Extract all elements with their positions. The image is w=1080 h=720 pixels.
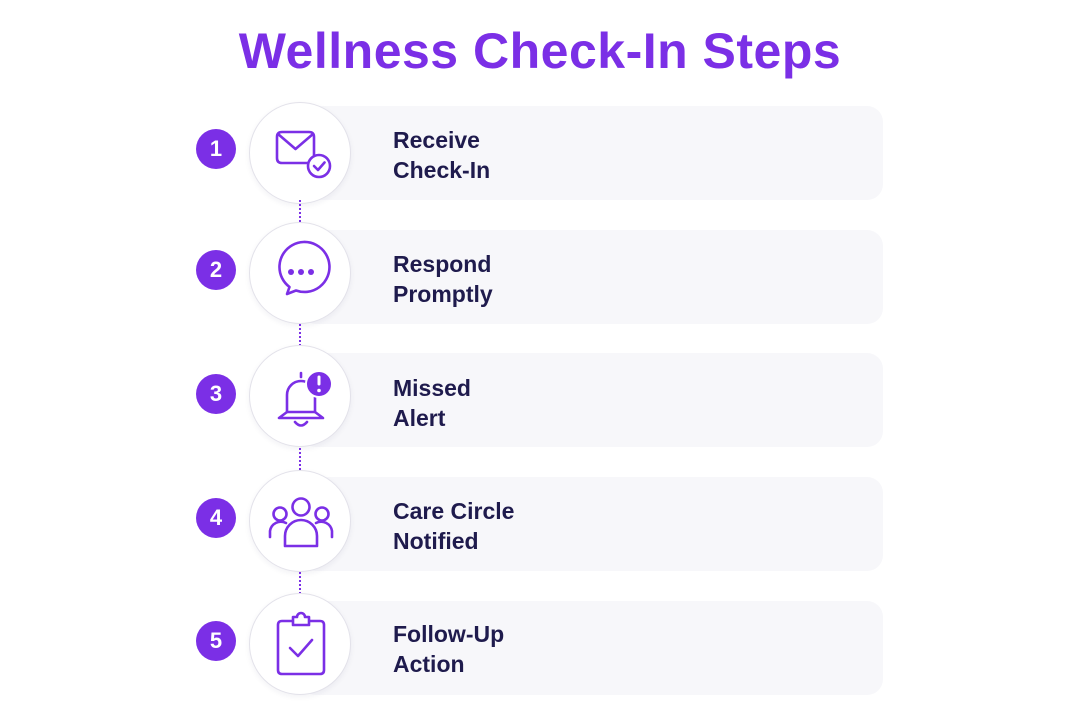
chat-bubble-icon — [278, 240, 331, 296]
step-label-3: Missed Alert — [393, 373, 693, 433]
step-label-line: Receive — [393, 127, 480, 153]
group-icon — [268, 497, 334, 548]
step-icon-circle-2 — [249, 222, 351, 324]
step-icon-circle-3 — [249, 345, 351, 447]
step-label-line: Promptly — [393, 281, 493, 307]
step-connector — [299, 572, 303, 594]
step-label-line: Missed — [393, 375, 471, 401]
step-connector — [299, 200, 303, 222]
clipboard-check-icon — [276, 611, 326, 676]
step-label-line: Follow-Up — [393, 621, 505, 647]
step-label-line: Action — [393, 651, 465, 677]
step-label-line: Alert — [393, 405, 446, 431]
step-number-badge-1: 1 — [196, 129, 236, 169]
step-label-line: Check-In — [393, 157, 491, 183]
step-label-line: Respond — [393, 251, 492, 277]
step-label-line: Notified — [393, 528, 479, 554]
step-card-1 — [300, 106, 883, 200]
step-card-4 — [300, 477, 883, 571]
step-icon-circle-1 — [249, 102, 351, 204]
step-icon-circle-5 — [249, 593, 351, 695]
step-connector — [299, 324, 303, 346]
step-number-badge-3: 3 — [196, 374, 236, 414]
bell-alert-icon — [277, 370, 333, 427]
step-label-1: Receive Check-In — [393, 125, 693, 185]
step-number-badge-2: 2 — [196, 250, 236, 290]
step-icon-circle-4 — [249, 470, 351, 572]
step-label-5: Follow-Up Action — [393, 619, 693, 679]
step-label-4: Care Circle Notified — [393, 496, 693, 556]
step-card-5 — [300, 601, 883, 695]
envelope-check-icon — [275, 130, 332, 179]
step-connector — [299, 448, 303, 470]
step-card-2 — [300, 230, 883, 324]
step-label-2: Respond Promptly — [393, 249, 693, 309]
step-label-line: Care Circle — [393, 498, 515, 524]
step-card-3 — [300, 353, 883, 447]
step-number-badge-5: 5 — [196, 621, 236, 661]
page-title: Wellness Check-In Steps — [238, 23, 842, 79]
step-number-badge-4: 4 — [196, 498, 236, 538]
